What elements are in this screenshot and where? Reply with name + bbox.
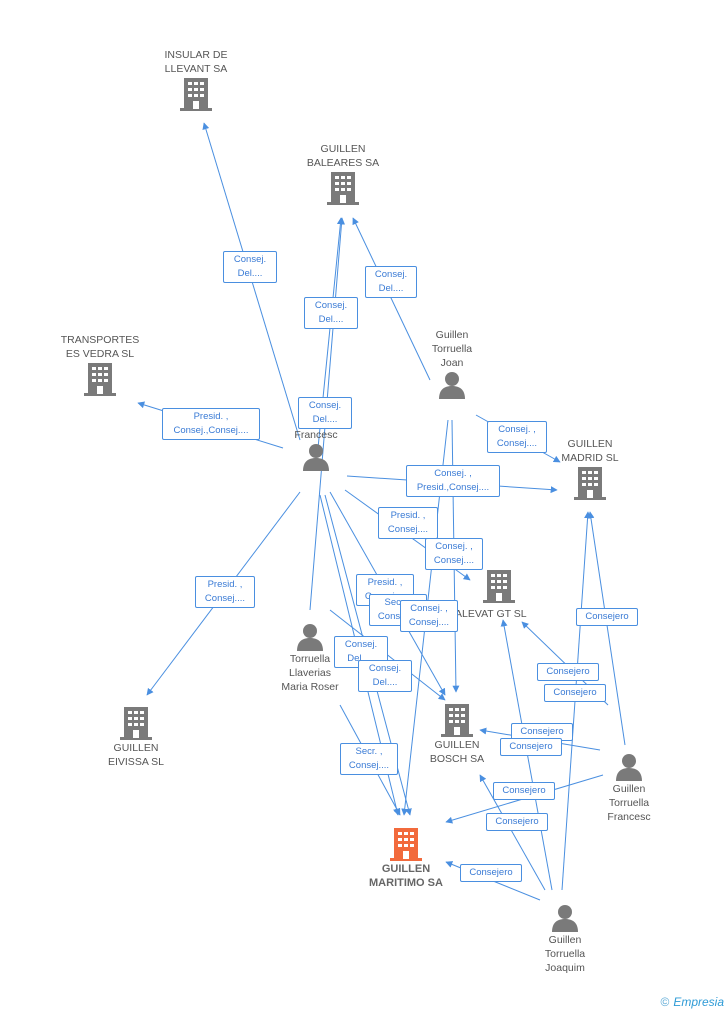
brand-name: Empresia (673, 995, 724, 1009)
person-label: Guillen Torruella Joaquim (544, 934, 586, 974)
edge-label[interactable]: Consej. Del.... (298, 397, 352, 429)
person-guillen-torruella-joan[interactable]: Guillen Torruella Joan (412, 328, 492, 400)
building-icon (483, 570, 515, 603)
edge-label[interactable]: Secr. , Consej.... (340, 743, 398, 775)
company-label: GUILLEN MADRID SL (561, 438, 619, 464)
edge-label[interactable]: Presid. , Consej.,Consej.... (162, 408, 260, 440)
person-guillen-torruella-joaquim[interactable]: Guillen Torruella Joaquim (523, 903, 607, 975)
company-balevat-gt-icon-wrap[interactable] (483, 568, 515, 604)
building-icon (120, 707, 152, 740)
copyright-symbol: © (660, 995, 670, 1009)
company-guillen-baleares[interactable]: GUILLEN BALEARES SA (293, 142, 393, 206)
company-label: INSULAR DE LLEVANT SA (164, 49, 228, 75)
person-icon (439, 372, 465, 399)
person-icon (297, 624, 323, 651)
building-icon-focus (390, 828, 422, 861)
edge-label[interactable]: Consejero (537, 663, 599, 681)
person-icon (303, 444, 329, 471)
company-guillen-maritimo[interactable]: GUILLEN MARITIMO SA (356, 826, 456, 890)
edge-label[interactable]: Presid. , Consej.... (195, 576, 255, 608)
company-insular-de-llevant[interactable]: INSULAR DE LLEVANT SA (146, 48, 246, 112)
edge-label[interactable]: Presid. , Consej.... (378, 507, 438, 539)
edge-label[interactable]: Consejero (493, 782, 555, 800)
company-balevat-gt[interactable]: BALEVAT GT SL (448, 607, 558, 621)
company-guillen-madrid[interactable]: GUILLEN MADRID SL (545, 437, 635, 501)
edge-label[interactable]: Consej. Del.... (223, 251, 277, 283)
person-icon (616, 754, 642, 781)
edge-francesc2-madrid (587, 511, 626, 746)
building-icon (574, 467, 606, 500)
person-icon (552, 905, 578, 932)
edge-joaquim-bosch (479, 774, 546, 891)
company-label: TRANSPORTES ES VEDRA SL (60, 334, 140, 360)
edge-label[interactable]: Consej. Del.... (358, 660, 412, 692)
edge-label[interactable]: Consej. , Consej.... (425, 538, 483, 570)
edge-label[interactable]: Consejero (486, 813, 548, 831)
edge-label[interactable]: Consej. Del.... (365, 266, 417, 298)
company-label: GUILLEN BALEARES SA (306, 143, 380, 169)
building-icon (180, 78, 212, 111)
company-guillen-bosch[interactable]: GUILLEN BOSCH SA (412, 702, 502, 766)
person-label: Torruella Llaverias Maria Roser (281, 653, 339, 693)
person-label: Guillen Torruella Joan (431, 329, 473, 369)
person-torruella-llaverias-maria-roser[interactable]: Torruella Llaverias Maria Roser (260, 622, 360, 694)
empresia-watermark: ©Empresia (660, 995, 724, 1009)
edge-label[interactable]: Consej. Del.... (304, 297, 358, 329)
edge-label[interactable]: Consej. , Consej.... (400, 600, 458, 632)
company-transportes-es-vedra[interactable]: TRANSPORTES ES VEDRA SL (50, 333, 150, 397)
edge-label[interactable]: Consejero (576, 608, 638, 626)
company-label: GUILLEN EIVISSA SL (107, 742, 165, 768)
company-guillen-eivissa[interactable]: GUILLEN EIVISSA SL (86, 705, 186, 769)
edge-label[interactable]: Consejero (460, 864, 522, 882)
company-label: BALEVAT GT SL (448, 608, 527, 620)
edge-label[interactable]: Consej. , Presid.,Consej.... (406, 465, 500, 497)
building-icon (327, 172, 359, 205)
person-guillen-torruella-francesc[interactable]: Guillen Torruella Francesc (586, 752, 672, 824)
edge-label[interactable]: Consejero (500, 738, 562, 756)
company-label: GUILLEN BOSCH SA (429, 739, 485, 765)
company-label: GUILLEN MARITIMO SA (369, 863, 443, 889)
edge-label[interactable]: Consej. , Consej.... (487, 421, 547, 453)
edge-joan-baleares (352, 217, 431, 381)
building-icon (441, 704, 473, 737)
edge-label[interactable]: Consejero (544, 684, 606, 702)
person-label: Guillen Torruella Francesc (607, 783, 651, 823)
building-icon (84, 363, 116, 396)
